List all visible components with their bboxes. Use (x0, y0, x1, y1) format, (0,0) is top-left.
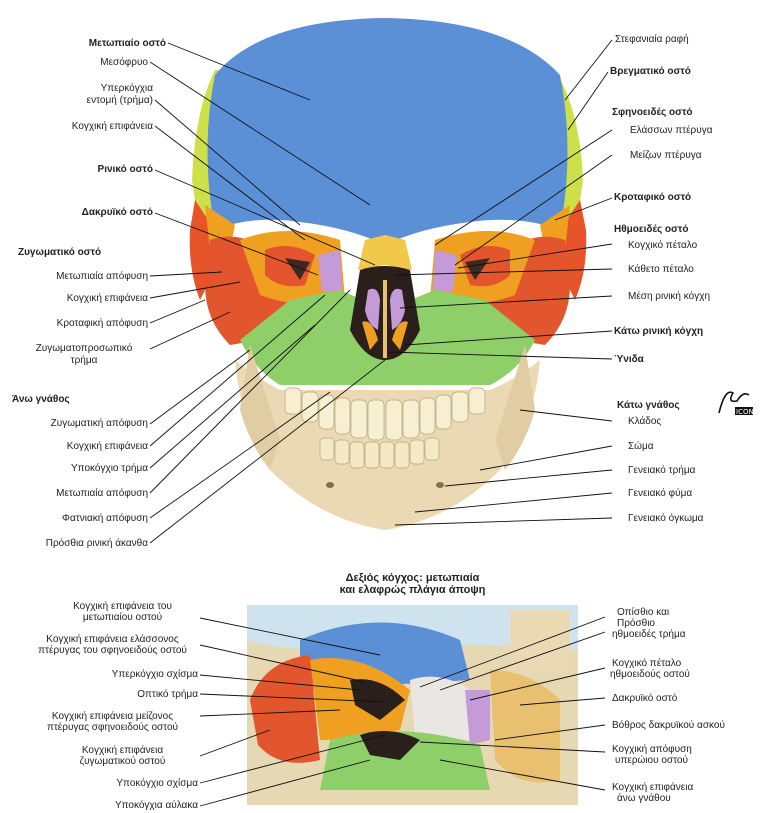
inset-label-r3: Κογχικό πέταλο (612, 658, 681, 669)
label-frontal-bone: Μετωπιαίο οστό (89, 38, 166, 49)
label-infraorbital-foramen: Υποκόγχιο τρήμα (71, 463, 148, 474)
label-nasal-bone: Ρινικό οστό (98, 164, 153, 175)
artist-signature-logo: ICON (715, 383, 755, 423)
inset-label-l0: Κογχική επιφάνεια του (40, 601, 205, 612)
label-orbital-surface-max: Κογχική επιφάνεια (67, 441, 148, 452)
label-maxilla: Άνω γνάθος (12, 394, 70, 405)
inset-label-l3: πτέρυγας του σφηνοειδούς οστού (20, 645, 205, 656)
label-temporal-bone: Κροταφικό οστό (614, 192, 691, 203)
label-anterior-nasal-spine: Πρόσθια ρινική άκανθα (46, 538, 148, 549)
inset-label-r1: Πρόσθιο (617, 618, 655, 629)
label-mental-tubercle: Γενειακό φύμα (628, 488, 692, 499)
label-frontal-process-max: Μετωπιαία απόφυση (56, 488, 148, 499)
inset-label-r9: Κογχική επιφάνεια (612, 782, 693, 793)
inset-label-l11: Υποκόγχια αύλακα (115, 800, 198, 811)
label-zygomaticofacial-2: τρήμα (18, 355, 150, 366)
inset-label-l4: Υπερκόγχιο σχίσμα (112, 669, 198, 680)
label-orbital-plate: Κογχικό πέταλο (628, 240, 697, 251)
svg-text:ICON: ICON (736, 408, 754, 416)
label-coronal-suture: Στεφανιαία ραφή (615, 34, 689, 45)
label-orbital-surface-zyg: Κογχική επιφάνεια (67, 293, 148, 304)
inset-label-r4: ηθμοειδούς οστού (610, 669, 690, 680)
inset-label-l10: Υποκόγχιο σχίσμα (116, 778, 198, 789)
frontal-bone (208, 18, 568, 245)
label-alveolar-process: Φατνιακή απόφυση (62, 513, 148, 524)
inset-label-r2: ηθμοειδές τρήμα (612, 629, 686, 640)
inset-label-r8: υπερώιου οστού (615, 755, 688, 766)
inset-label-r7: Κογχική απόφυση (612, 744, 692, 755)
inset-label-r5: Δακρυϊκό οστό (612, 693, 677, 704)
label-mental-foramen: Γενειακό τρήμα (628, 465, 695, 476)
label-mandible: Κάτω γνάθος (617, 400, 680, 411)
label-orbital-surface-frontal: Κογχική επιφάνεια (72, 121, 153, 132)
label-inferior-nasal-concha: Κάτω ρινική κόγχη (614, 326, 703, 337)
label-ethmoid-bone: Ηθμοειδές οστό (614, 224, 688, 235)
label-supraorbital-notch-1: Υπερκόγχια (101, 83, 153, 94)
label-temporal-process: Κροταφική απόφυση (57, 318, 148, 329)
inset-label-l9: ζυγωματικού οστού (40, 756, 205, 767)
label-lacrimal-bone: Δακρυϊκό οστό (82, 207, 153, 218)
label-zygomatic-bone: Ζυγωματικό οστό (18, 247, 101, 258)
label-ramus: Κλάδος (628, 416, 661, 427)
orbit-inset (247, 605, 578, 805)
label-mental-protuberance: Γενειακό όγκωμα (628, 513, 703, 524)
label-glabella: Μεσόφρυο (100, 57, 148, 68)
label-lesser-wing: Ελάσσων πτέρυγα (630, 125, 712, 136)
inset-title-line-2: και ελαφρώς πλάγια άποψη (247, 585, 578, 596)
label-greater-wing: Μείζων πτέρυγα (630, 150, 702, 161)
inset-label-l5: Οπτικό τρήμα (137, 689, 198, 700)
label-body: Σώμα (628, 441, 654, 452)
label-zygomaticofacial-1: Ζυγωματοπροσωπικό (18, 343, 150, 354)
nasal-bone (358, 235, 412, 270)
inset-label-l1: μετωπιαίου οστού (40, 612, 205, 623)
inset-label-r10: άνω γνάθου (617, 793, 671, 804)
inset-label-r0: Οπίσθιο και (617, 607, 669, 618)
label-vomer: Ύνιδα (614, 354, 644, 365)
inset-label-l7: πτέρυγας σφηνοειδούς οστού (20, 722, 205, 733)
inset-label-l8: Κογχική επιφάνεια (40, 745, 205, 756)
label-supraorbital-notch-2: εντομή (τρήμα) (87, 95, 153, 106)
inset-label-l2: Κογχική επιφάνεια ελάσσονος (20, 634, 205, 645)
label-parietal-bone: Βρεγματικό οστό (610, 66, 691, 77)
label-middle-nasal-concha: Μέση ρινική κόγχη (628, 291, 710, 302)
inset-title-line-1: Δεξιός κόγχος: μετωπιαία (247, 573, 578, 584)
inset-label-l6: Κογχική επιφάνεια μείζονος (20, 711, 205, 722)
label-sphenoid-bone: Σφηνοειδές οστό (612, 107, 693, 118)
label-zygomatic-process: Ζυγωματική απόφυση (51, 418, 148, 429)
label-frontal-process-zyg: Μετωπιαία απόφυση (56, 271, 148, 282)
inset-label-r6: Βόθρος δακρυϊκού ασκού (612, 720, 725, 731)
label-perpendicular-plate: Κάθετο πέταλο (628, 264, 694, 275)
